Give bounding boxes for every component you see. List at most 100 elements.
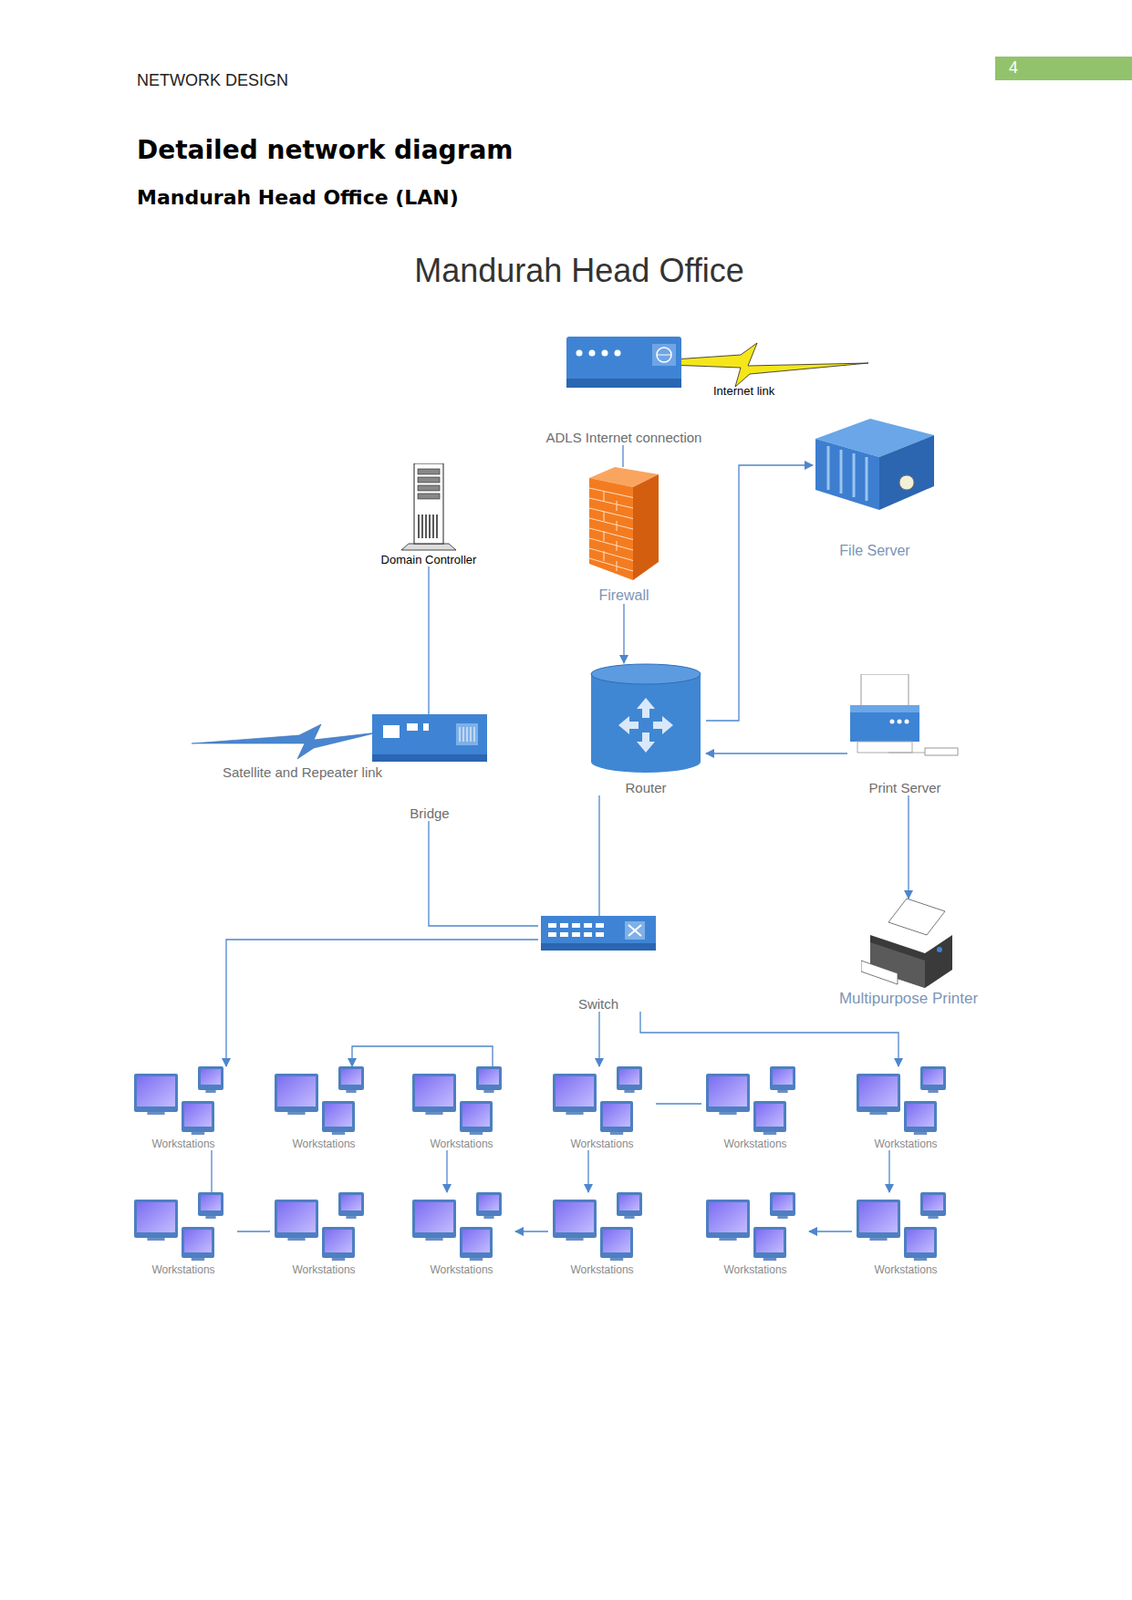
monitor-screen xyxy=(619,1069,640,1085)
tower-slot xyxy=(417,514,420,539)
node-label: Workstations xyxy=(129,1263,238,1277)
connector xyxy=(622,445,624,468)
device-icon xyxy=(854,1192,957,1262)
connector xyxy=(598,795,600,916)
brick-line xyxy=(589,518,634,530)
monitor-frame xyxy=(476,1192,502,1216)
node-label: ADLS Internet connection xyxy=(543,429,706,446)
monitor-stand xyxy=(287,1237,305,1241)
monitor-screen xyxy=(772,1069,793,1085)
monitor-screen xyxy=(619,1194,640,1211)
monitor-frame xyxy=(338,1192,364,1216)
router-arrow xyxy=(618,716,639,735)
monitor-stand xyxy=(483,1215,494,1219)
node-label: Router xyxy=(585,779,707,796)
device-icon xyxy=(410,1192,513,1262)
printer-top xyxy=(850,705,920,713)
switch-node: Switch xyxy=(538,915,659,1012)
tower-slot xyxy=(428,514,431,539)
brick-joint xyxy=(616,520,618,531)
monitor-frame xyxy=(706,1199,750,1238)
modem-body xyxy=(566,336,682,381)
tower-base xyxy=(401,543,457,551)
connector xyxy=(446,1150,447,1193)
tower-bay xyxy=(417,493,440,499)
monitor-stand xyxy=(869,1111,887,1115)
monitor-screen xyxy=(415,1076,454,1107)
brick-line xyxy=(589,538,634,551)
modem-led xyxy=(614,350,622,357)
print-server-box xyxy=(924,747,958,756)
router-top xyxy=(591,664,701,685)
monitor-screen xyxy=(555,1076,594,1107)
workstation-group: Workstations xyxy=(129,1066,238,1151)
router-body xyxy=(591,674,701,762)
monitor-stand xyxy=(610,1257,624,1261)
monitor-screen xyxy=(184,1103,212,1127)
node-label: Workstations xyxy=(548,1263,656,1277)
workstation-group: Workstations xyxy=(851,1192,960,1277)
monitor-stand xyxy=(565,1237,583,1241)
bridge-base xyxy=(372,754,488,762)
monitor-frame xyxy=(459,1226,493,1258)
monitor-frame xyxy=(412,1199,457,1238)
monitor-frame xyxy=(600,1100,634,1132)
monitor-stand xyxy=(287,1111,305,1115)
connector xyxy=(237,1230,271,1232)
server-disk xyxy=(899,475,914,490)
monitor-screen xyxy=(923,1069,944,1085)
monitor-stand xyxy=(777,1090,788,1093)
monitor-frame xyxy=(134,1073,178,1112)
device-icon xyxy=(588,663,704,775)
connector xyxy=(907,795,909,899)
tower-bay xyxy=(417,468,440,475)
tower-bay xyxy=(417,485,440,491)
bridge-port xyxy=(406,723,418,731)
device-icon xyxy=(540,915,656,953)
firewall-front xyxy=(589,477,634,581)
monitor-screen xyxy=(277,1202,316,1233)
tower-slot xyxy=(421,514,424,539)
workstation-group: Workstations xyxy=(701,1192,810,1277)
node-label: Workstations xyxy=(701,1263,810,1277)
device-icon xyxy=(272,1066,375,1136)
vent-line xyxy=(470,726,472,742)
monitor-screen xyxy=(859,1076,898,1107)
monitor-stand xyxy=(913,1132,927,1135)
printer-led xyxy=(890,719,895,725)
node-label: Workstations xyxy=(548,1137,656,1151)
modem-globe-line xyxy=(656,354,672,356)
device-icon xyxy=(401,463,457,551)
workstation-group: Workstations xyxy=(701,1066,810,1151)
monitor-stand xyxy=(469,1257,483,1261)
printer-led xyxy=(904,719,910,725)
workstation-group: Workstations xyxy=(548,1066,656,1151)
printer-node: Multipurpose Printer xyxy=(836,898,982,1008)
tower-bay xyxy=(417,477,440,483)
firewall-node: Firewall xyxy=(586,467,662,604)
monitor-screen xyxy=(324,1229,353,1253)
monitor-frame xyxy=(903,1226,937,1258)
workstation-group: Workstations xyxy=(270,1192,378,1277)
monitor-frame xyxy=(856,1199,901,1238)
workstation-group: Workstations xyxy=(548,1192,656,1277)
switch-port xyxy=(595,932,604,937)
switch-body xyxy=(540,915,656,946)
monitor-frame xyxy=(338,1066,364,1091)
switch-port xyxy=(571,923,581,928)
bridge-body xyxy=(372,714,488,757)
bridge-port xyxy=(383,725,400,738)
monitor-screen xyxy=(200,1069,221,1085)
monitor-stand xyxy=(345,1090,356,1093)
tower-slot xyxy=(425,514,427,539)
link-label: Satellite and Repeater link xyxy=(222,764,383,780)
vent-line xyxy=(474,726,476,742)
modem-led xyxy=(576,350,583,357)
brick-line xyxy=(589,548,634,561)
device-icon xyxy=(272,1192,375,1262)
subheading: Mandurah Head Office (LAN) xyxy=(136,186,459,209)
bridge-node: Bridge xyxy=(369,714,490,821)
connector xyxy=(427,566,429,715)
connector xyxy=(706,465,813,721)
